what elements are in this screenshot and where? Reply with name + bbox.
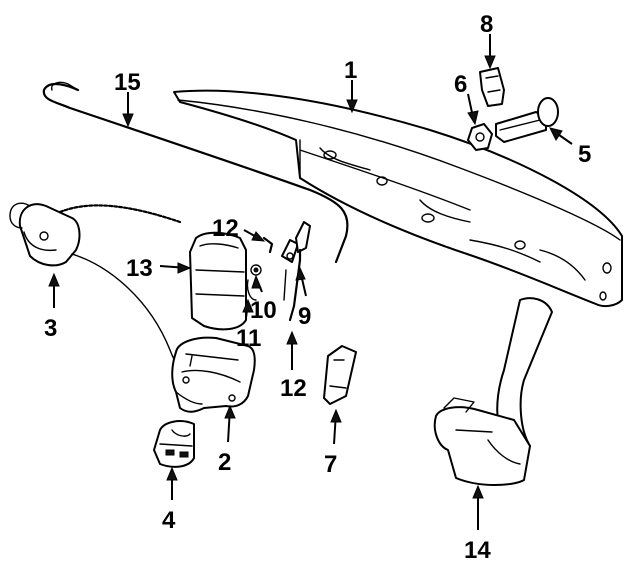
callout-11: 11 [236,325,261,352]
part-6-washer [467,123,493,151]
part-8-clip [479,67,505,107]
part-15-rod [42,81,349,264]
callout-12a: 12 [212,215,239,242]
part-7-bracket [323,345,357,405]
callout-13: 13 [126,255,153,282]
arrowheads [48,55,563,499]
part-5-lock-cylinder [495,97,559,143]
callout-5: 5 [578,141,591,168]
part-3-actuator [9,202,189,377]
callout-7: 7 [324,451,337,478]
callout-4: 4 [162,507,176,534]
part-2-latch [171,336,256,413]
callout-8: 8 [480,11,493,38]
callout-12b: 12 [280,375,307,402]
callout-2: 2 [218,449,231,476]
callout-15: 15 [114,69,141,96]
part-13-cover [189,231,247,331]
part-14-support [433,297,553,486]
callout-10: 10 [250,297,277,324]
callout-3: 3 [44,315,57,342]
part-1-trunk-lid [173,89,623,308]
callout-9: 9 [298,303,311,330]
part-10-11-12-9-linkage [246,221,311,322]
callout-1: 1 [344,57,357,84]
part-4-striker [153,420,195,468]
callout-14: 14 [464,537,491,564]
callout-6: 6 [454,71,467,98]
